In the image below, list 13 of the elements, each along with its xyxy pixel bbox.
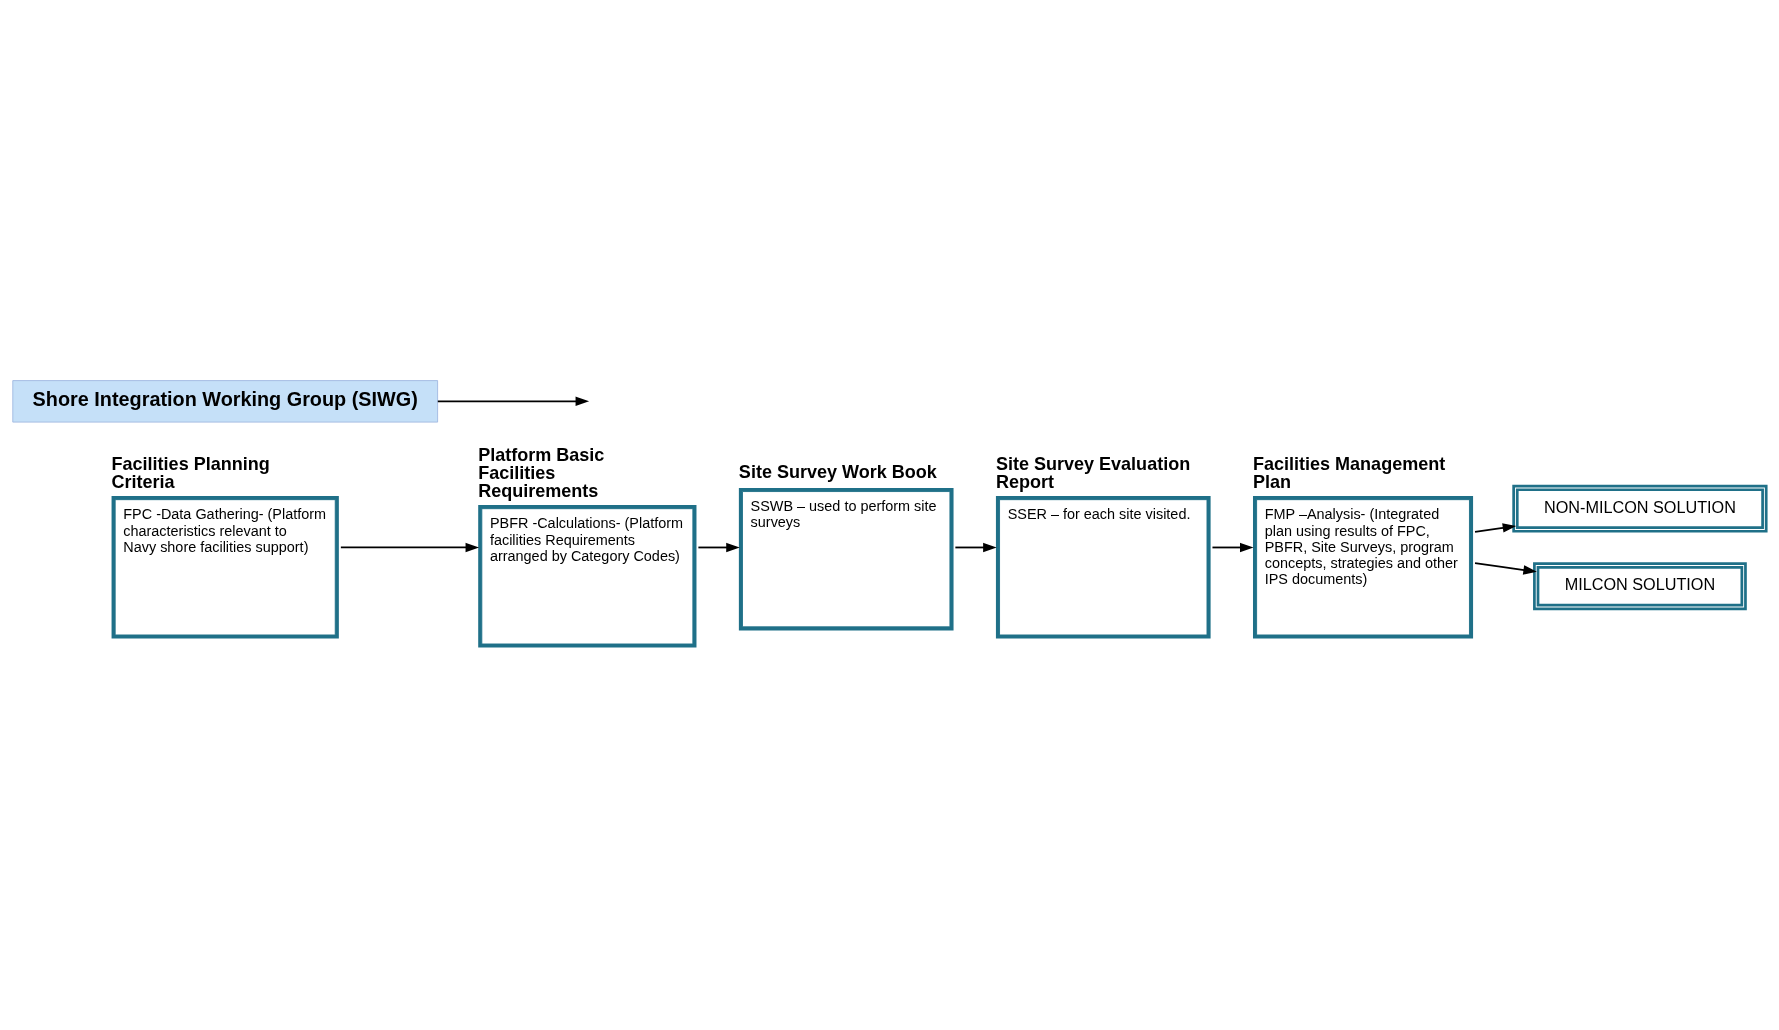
node-box: Shore Integration Working Group (SIWG) xyxy=(12,380,439,423)
arrow xyxy=(436,396,590,407)
node-label: Facilities Planning Criteria xyxy=(111,453,270,492)
arrow xyxy=(1474,562,1537,575)
node-label: Facilities Management Plan xyxy=(1252,453,1446,492)
node-label: Site Survey Evaluation Report xyxy=(995,453,1191,492)
arrow xyxy=(339,542,480,553)
node-label: Platform Basic Facilities Requirements xyxy=(478,444,605,501)
arrow xyxy=(697,542,740,553)
node-label: Site Survey Work Book xyxy=(738,462,937,483)
arrow xyxy=(1474,523,1517,533)
arrow xyxy=(1211,542,1254,553)
arrow xyxy=(954,542,997,553)
